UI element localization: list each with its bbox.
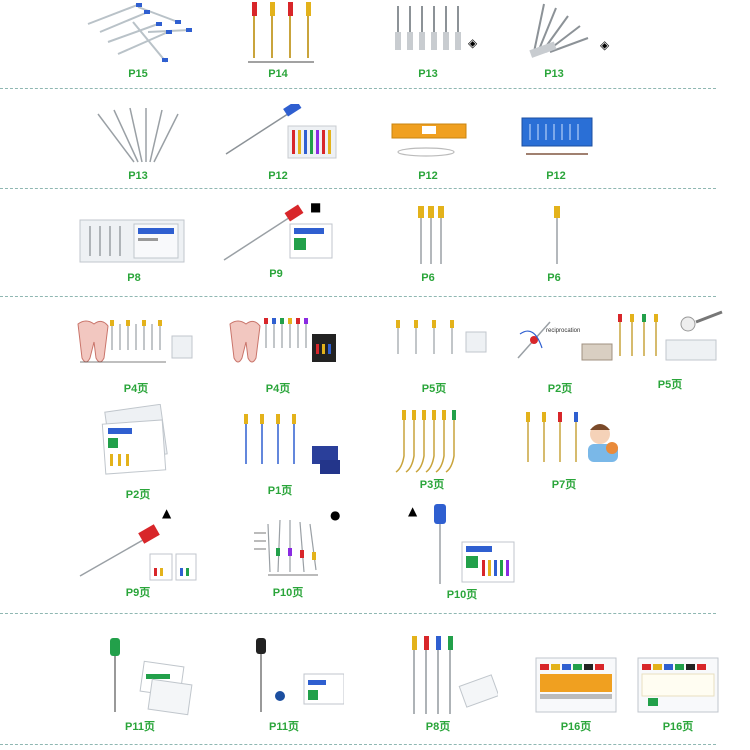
product-item[interactable]: P7页 bbox=[504, 408, 624, 492]
blue-flex-files-icon bbox=[220, 412, 340, 478]
paper-point-box-icon bbox=[516, 652, 636, 718]
reciprocating-file-icon: reciprocation bbox=[500, 314, 620, 376]
tooth-diagram-color-files-icon bbox=[218, 314, 338, 376]
product-item[interactable]: P12 bbox=[496, 104, 616, 182]
product-item[interactable]: P11页 bbox=[224, 634, 344, 734]
page-label: P6 bbox=[421, 272, 435, 284]
page-label: P10页 bbox=[272, 587, 304, 599]
page-label: P2页 bbox=[547, 383, 573, 395]
silver-shank-files-icon: ◈ bbox=[368, 2, 488, 64]
product-item[interactable]: P6 bbox=[494, 204, 614, 284]
four-silver-files-icon bbox=[378, 634, 498, 718]
curved-gold-files-icon bbox=[372, 408, 492, 476]
page-label: P13 bbox=[544, 68, 564, 80]
three-gold-files-icon bbox=[368, 204, 488, 268]
page-label: P6 bbox=[547, 272, 561, 284]
product-item[interactable]: P4页 bbox=[218, 314, 338, 396]
product-item[interactable]: P8页 bbox=[378, 634, 498, 734]
spreader-files-icon: ● bbox=[228, 508, 348, 582]
row-separator bbox=[0, 613, 716, 614]
product-item[interactable]: ● P10页 bbox=[228, 508, 348, 600]
page-label: P16页 bbox=[662, 721, 694, 733]
paper-point-box-icon bbox=[618, 652, 738, 718]
product-item[interactable]: P16页 bbox=[618, 652, 738, 734]
product-item[interactable]: ◈ P13 bbox=[368, 2, 488, 80]
product-item[interactable]: P12 bbox=[368, 104, 488, 182]
page-label: P9 bbox=[269, 268, 283, 280]
page-label: P12 bbox=[546, 170, 566, 182]
product-item[interactable]: P4页 bbox=[76, 314, 196, 396]
product-item[interactable]: P2页 bbox=[78, 404, 198, 502]
product-item[interactable]: P5页 bbox=[610, 310, 730, 392]
product-item[interactable]: P11页 bbox=[80, 634, 200, 734]
page-label: P9页 bbox=[125, 587, 151, 599]
page-label: P12 bbox=[418, 170, 438, 182]
fanned-needle-files-icon bbox=[78, 104, 198, 166]
square-badge-icon: ■ bbox=[310, 200, 322, 214]
product-item[interactable]: P8 bbox=[74, 206, 194, 284]
reciprocation-caption: reciprocation bbox=[546, 328, 581, 334]
product-item[interactable]: P13 bbox=[78, 104, 198, 182]
row-separator bbox=[0, 188, 716, 189]
page-label: P11页 bbox=[125, 721, 155, 733]
page-label: P14 bbox=[268, 68, 288, 80]
blue-handle-file-with-box-icon bbox=[218, 104, 338, 166]
product-item[interactable]: ◈ P13 bbox=[494, 2, 614, 80]
files-with-handpiece-icon bbox=[610, 310, 730, 376]
product-item[interactable]: ▲ P10页 bbox=[402, 500, 522, 602]
page-label: P8 bbox=[127, 272, 141, 284]
single-gold-file-icon bbox=[494, 204, 614, 268]
page-label: P13 bbox=[128, 170, 148, 182]
page-label: P2页 bbox=[125, 489, 151, 501]
product-item[interactable]: ■ P9 bbox=[216, 200, 336, 280]
circle-badge-icon: ● bbox=[330, 508, 341, 522]
red-handle-hand-file-icon: ▲ bbox=[78, 506, 198, 582]
product-item[interactable]: P15 bbox=[78, 2, 198, 80]
tri-blade-badge-icon: ◈ bbox=[600, 38, 610, 52]
row-separator bbox=[0, 88, 716, 89]
page-label: P5页 bbox=[421, 383, 447, 395]
product-item[interactable]: P1页 bbox=[220, 412, 340, 498]
tooth-diagram-files-icon bbox=[76, 314, 196, 376]
page-label: P1页 bbox=[267, 485, 293, 497]
files-with-patient-icon bbox=[504, 408, 624, 472]
product-item[interactable]: P14 bbox=[218, 2, 338, 80]
page-label: P5页 bbox=[657, 379, 683, 391]
page-label: P3页 bbox=[419, 479, 445, 491]
product-item[interactable]: reciprocation P2页 bbox=[500, 314, 620, 396]
page-label: P8页 bbox=[425, 721, 451, 733]
page-label: P7页 bbox=[551, 479, 577, 491]
orange-tray-box-icon bbox=[368, 104, 488, 166]
row-separator bbox=[0, 744, 716, 745]
product-item[interactable]: P16页 bbox=[516, 652, 636, 734]
blue-handle-burs-icon bbox=[78, 2, 198, 64]
stacked-packs-icon bbox=[78, 404, 198, 482]
tri-blade-badge-icon: ◈ bbox=[468, 36, 478, 50]
page-label: P13 bbox=[418, 68, 438, 80]
page-label: P10页 bbox=[446, 589, 478, 601]
page-label: P4页 bbox=[123, 383, 149, 395]
blue-handle-file-with-pack-icon: ▲ bbox=[402, 500, 522, 586]
page-label: P4页 bbox=[265, 383, 291, 395]
clear-file-case-icon bbox=[74, 206, 194, 268]
fanned-silver-files-icon: ◈ bbox=[494, 2, 614, 64]
triangle-badge-icon: ▲ bbox=[408, 504, 418, 518]
page-label: P15 bbox=[128, 68, 148, 80]
triangle-badge-icon: ▲ bbox=[162, 506, 172, 520]
blue-tray-box-icon bbox=[496, 104, 616, 166]
page-label: P11页 bbox=[269, 721, 299, 733]
product-item[interactable]: P6 bbox=[368, 204, 488, 284]
product-item[interactable]: P3页 bbox=[372, 408, 492, 492]
green-handle-file-icon bbox=[80, 634, 200, 718]
product-item[interactable]: P5页 bbox=[374, 314, 494, 396]
product-item[interactable]: ▲ P9页 bbox=[78, 506, 198, 600]
page-label: P12 bbox=[268, 170, 288, 182]
row-separator bbox=[0, 296, 716, 297]
page-label: P16页 bbox=[560, 721, 592, 733]
product-item[interactable]: P12 bbox=[218, 104, 338, 182]
red-handle-file-with-pack-icon: ■ bbox=[216, 200, 336, 268]
gold-files-small-box-icon bbox=[374, 314, 494, 376]
black-handle-file-icon bbox=[224, 634, 344, 718]
gold-rotary-files-icon bbox=[218, 2, 338, 64]
